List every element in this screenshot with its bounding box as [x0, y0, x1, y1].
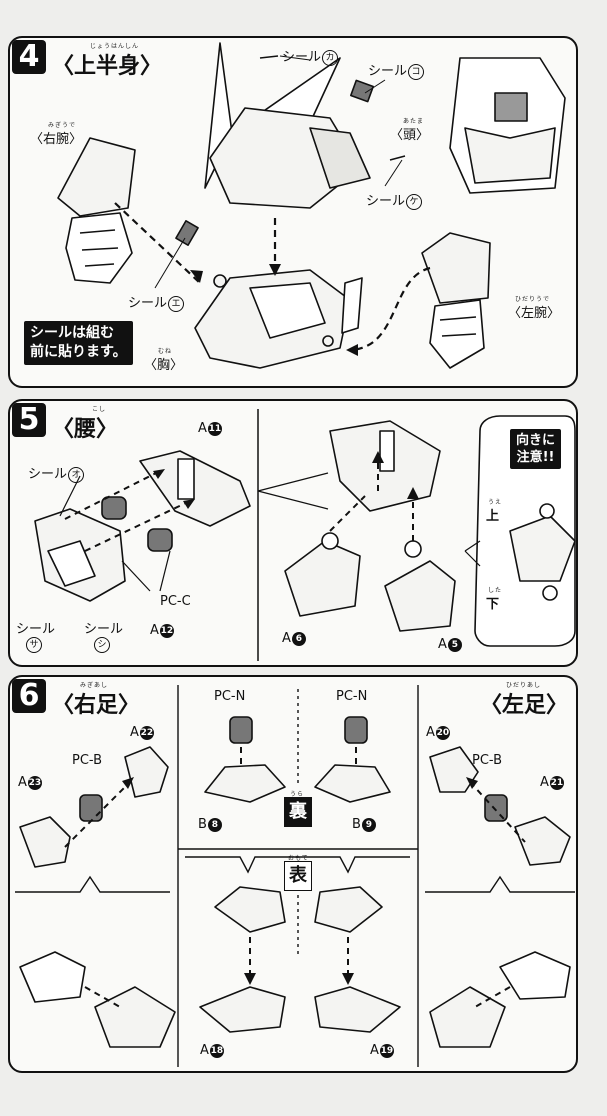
pc-n-piece-left	[229, 716, 253, 744]
head-ruby: あたま	[403, 118, 424, 125]
chest-ruby: むね	[158, 348, 173, 355]
pc-n-piece-right	[344, 716, 368, 744]
part-a22	[124, 746, 169, 798]
pc-n-label-right: PC-N	[336, 689, 368, 704]
left-leg-ruby: ひだりあし	[506, 682, 542, 689]
right-arm-label: 〈右腕〉	[30, 132, 83, 147]
front-upper-left	[214, 886, 286, 933]
sticker-note: シールは組む 前に貼ります。	[24, 321, 133, 365]
seal-e-label: シールエ	[128, 292, 185, 312]
part-a18	[199, 986, 286, 1033]
part-a5	[384, 560, 456, 632]
note-line-2: 前に貼ります。	[30, 344, 127, 360]
step-title: 〈腰〉	[52, 417, 119, 442]
waist-part-a11	[139, 450, 251, 527]
step-title: 〈上半身〉	[52, 54, 163, 79]
part-a23	[19, 816, 71, 868]
seal-ke-label: シールケ	[366, 190, 423, 210]
upper-body-illustration	[57, 42, 566, 369]
pc-c-label: PC-C	[160, 594, 191, 609]
pc-b-piece-right	[79, 794, 103, 822]
seal-sa-label: シールサ	[16, 618, 55, 653]
seal-ko-sticker	[350, 79, 374, 103]
part-a21	[514, 816, 571, 866]
note-line-1: シールは組む	[30, 325, 114, 341]
arrow-right-arm-to-chest	[114, 202, 201, 284]
front-upper-right	[314, 886, 383, 933]
seal-e-sticker	[175, 220, 199, 246]
step-number: 5	[12, 403, 46, 437]
caution-line-1: 向きに	[516, 433, 556, 448]
right-leg-title: 〈右足〉	[52, 693, 141, 718]
seal-ko-label: シールコ	[368, 60, 425, 80]
orientation-caution: 向きに 注意!!	[510, 429, 562, 469]
part-a6	[284, 540, 361, 617]
seal-ka-label: シールカ	[282, 46, 339, 66]
part-b9	[314, 764, 391, 803]
back-ruby: うら	[290, 791, 305, 798]
right-leg-ruby: みぎあし	[80, 682, 109, 689]
left-leg-title: 〈左足〉	[480, 693, 569, 718]
step-number: 4	[12, 40, 46, 74]
part-b8	[204, 764, 286, 803]
seal-shi-label: シールシ	[84, 618, 123, 653]
right-foot-lower	[94, 986, 176, 1048]
waist-illustration	[34, 409, 576, 661]
arrow-left-arm-to-chest	[349, 266, 431, 352]
pc-b-label-right: PC-B	[72, 753, 103, 768]
inset-part	[509, 515, 576, 582]
right-arm-part	[57, 137, 136, 217]
front-ruby: おもて	[288, 855, 309, 862]
pc-n-label-left: PC-N	[214, 689, 246, 704]
pc-b-piece-left	[484, 794, 508, 822]
front-side-mark: 表	[284, 861, 312, 891]
down-ruby: した	[488, 587, 503, 594]
step-4-panel: 4 じょうはんしん 〈上半身〉 シールカ シールコ あたま 〈頭〉 シールケ み…	[8, 36, 578, 388]
left-arm-ruby: ひだりうで	[515, 296, 551, 303]
title-ruby: こし	[92, 406, 107, 413]
pc-c-piece-1	[101, 496, 127, 520]
seal-o-label: シールオ	[28, 463, 85, 483]
head-label: 〈頭〉	[390, 128, 430, 143]
step-number: 6	[12, 679, 46, 713]
up-label: 上	[486, 509, 500, 524]
left-arm-label: 〈左腕〉	[508, 306, 561, 321]
pc-c-piece-2	[147, 528, 173, 552]
caution-line-2: 注意!!	[516, 450, 555, 465]
right-arm-ruby: みぎうで	[48, 122, 77, 129]
back-side-mark: 裏	[284, 797, 312, 827]
part-a19	[314, 986, 401, 1033]
chest-label: 〈胸〉	[144, 358, 184, 373]
left-arm-part	[421, 232, 491, 304]
pc-b-label-left: PC-B	[472, 753, 503, 768]
left-foot-upper	[499, 951, 571, 1000]
up-ruby: うえ	[488, 499, 503, 506]
legs-illustration	[15, 685, 575, 1067]
title-ruby: じょうはんしん	[90, 43, 140, 50]
down-label: 下	[486, 597, 500, 612]
right-foot-upper	[19, 951, 86, 1003]
left-foot-lower	[429, 986, 506, 1048]
